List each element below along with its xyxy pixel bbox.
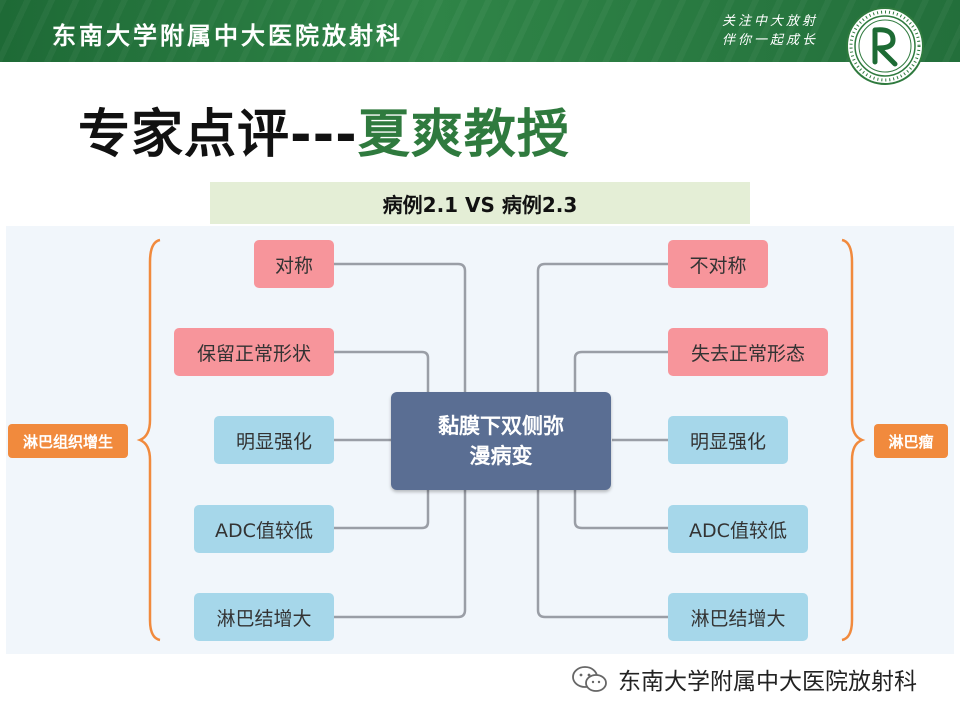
left-node-adc: ADC值较低 [194, 505, 334, 553]
header-bar: 东南大学附属中大医院放射科 关注中大放射 伴你一起成长 [0, 0, 960, 62]
hospital-r-logo-icon [845, 6, 925, 86]
footer-account-name: 东南大学附属中大医院放射科 [618, 669, 917, 695]
left-group-label: 淋巴组织增生 [8, 424, 128, 458]
slogan-line-1: 关注中大放射 [721, 14, 818, 29]
slogan: 关注中大放射 伴你一起成长 [708, 12, 818, 50]
right-node-adc: ADC值较低 [668, 505, 808, 553]
left-node-enhancement: 明显强化 [214, 416, 334, 464]
right-group-label: 淋巴瘤 [874, 424, 948, 458]
left-node-lymph-nodes: 淋巴结增大 [194, 593, 334, 641]
case-comparison-subtitle: 病例2.1 VS 病例2.3 [210, 182, 750, 224]
left-node-symmetric: 对称 [254, 240, 334, 288]
title-prefix: 专家点评--- [78, 105, 358, 165]
slogan-line-2: 伴你一起成长 [721, 33, 818, 48]
right-node-lymph-nodes: 淋巴结增大 [668, 593, 808, 641]
center-node-line-2: 漫病变 [469, 444, 533, 468]
left-bracket [136, 238, 161, 642]
center-node: 黏膜下双侧弥 漫病变 [391, 392, 611, 490]
hospital-name: 东南大学附属中大医院放射科 [52, 21, 403, 50]
right-bracket [841, 238, 866, 642]
left-node-shape-preserved: 保留正常形状 [174, 328, 334, 376]
expert-name: 夏爽教授 [357, 105, 570, 165]
center-node-line-1: 黏膜下双侧弥 [438, 414, 564, 438]
wechat-icon [572, 666, 607, 692]
footer-account: 东南大学附属中大医院放射科 [570, 662, 917, 696]
right-node-shape-lost: 失去正常形态 [668, 328, 828, 376]
slide-title: 专家点评---夏爽教授 [78, 92, 570, 167]
right-node-enhancement: 明显强化 [668, 416, 788, 464]
right-node-asymmetric: 不对称 [668, 240, 768, 288]
header-pattern [0, 0, 960, 62]
